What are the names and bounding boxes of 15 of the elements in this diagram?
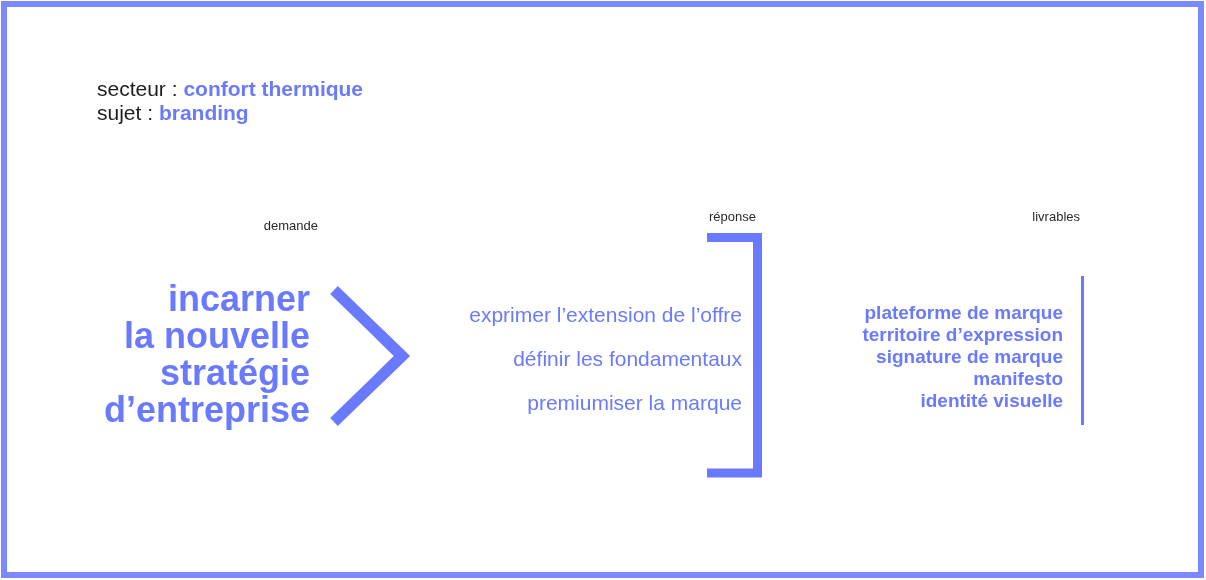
column-heading: demande [263, 218, 318, 234]
deliverable-text: territoire d’expression [862, 324, 1063, 346]
column-heading: livrables [1032, 209, 1080, 225]
deliverable-text: signature de marque [876, 346, 1063, 368]
headline-text: incarner la nouvelle stratégie d’entreprise [102, 280, 310, 428]
chevron-arrow [328, 284, 410, 426]
column-heading: réponse [709, 209, 756, 225]
deliverable-text: identité visuelle [920, 390, 1063, 412]
response-text: définir les fondamentaux [513, 346, 742, 372]
deliverable-text: manifesto [973, 368, 1063, 390]
deliverable-text: plateforme de marque [864, 302, 1063, 324]
response-text: exprimer l’extension de l’offre [469, 302, 742, 328]
subject-label: sujet : branding [97, 101, 249, 125]
sector-label: secteur : confort thermique [97, 77, 364, 101]
response-text: premiumiser la marque [527, 390, 742, 416]
